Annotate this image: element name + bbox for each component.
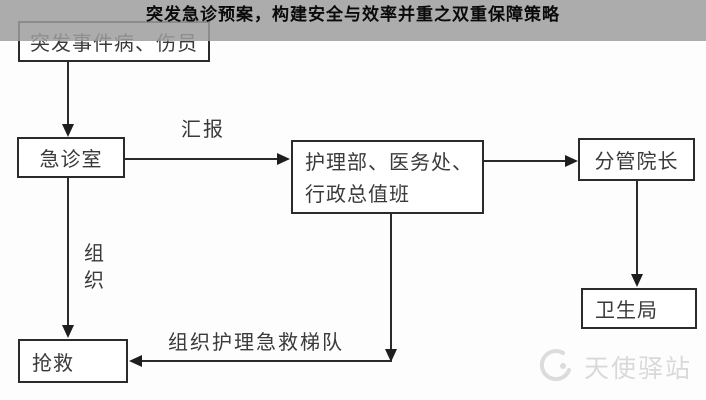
node-departments: 护理部、医务处、 行政总值班 bbox=[291, 140, 484, 214]
connector-incident-to-er bbox=[67, 62, 69, 125]
arrowhead-right-icon bbox=[565, 155, 578, 167]
connector-departments-to-president bbox=[484, 160, 565, 162]
connector-er-to-departments bbox=[125, 158, 277, 160]
arrowhead-left-icon bbox=[129, 355, 142, 367]
node-health-bureau-label: 卫生局 bbox=[595, 298, 658, 322]
watermark-text: 天使驿站 bbox=[583, 354, 692, 383]
edge-label-organize-char1: 组 bbox=[84, 241, 104, 265]
node-vice-president-label: 分管院长 bbox=[594, 149, 679, 173]
arrowhead-down-icon bbox=[62, 325, 74, 338]
connector-er-to-rescue bbox=[67, 178, 69, 325]
node-rescue-label: 抢救 bbox=[32, 350, 74, 375]
arrowhead-down-icon bbox=[385, 349, 397, 362]
connector-departments-down bbox=[390, 213, 392, 350]
watermark-logo-icon bbox=[538, 346, 576, 388]
edge-label-organize: 组 织 bbox=[84, 240, 104, 294]
title-band-overlay bbox=[0, 0, 706, 41]
connector-president-to-bureau bbox=[636, 181, 638, 274]
arrowhead-right-icon bbox=[277, 153, 290, 165]
arrowhead-down-icon bbox=[631, 274, 643, 287]
node-departments-label-line1: 护理部、医务处、 bbox=[305, 150, 473, 174]
edge-label-report: 汇报 bbox=[181, 117, 225, 141]
node-emergency-room-label: 急诊室 bbox=[39, 147, 103, 171]
node-rescue: 抢救 bbox=[18, 339, 128, 383]
article-title: 突发急诊预案，构建安全与效率并重之双重保障策略 bbox=[146, 5, 560, 25]
node-health-bureau: 卫生局 bbox=[581, 288, 697, 329]
arrowhead-down-icon bbox=[62, 124, 74, 137]
node-vice-president: 分管院长 bbox=[578, 138, 695, 181]
node-emergency-room: 急诊室 bbox=[17, 137, 125, 178]
edge-label-echelon: 组织护理急救梯队 bbox=[168, 330, 344, 354]
node-departments-label-line2: 行政总值班 bbox=[305, 182, 410, 206]
connector-junction-to-rescue bbox=[142, 360, 392, 362]
edge-label-organize-char2: 织 bbox=[84, 268, 104, 292]
watermark: 天使驿站 bbox=[538, 346, 692, 388]
